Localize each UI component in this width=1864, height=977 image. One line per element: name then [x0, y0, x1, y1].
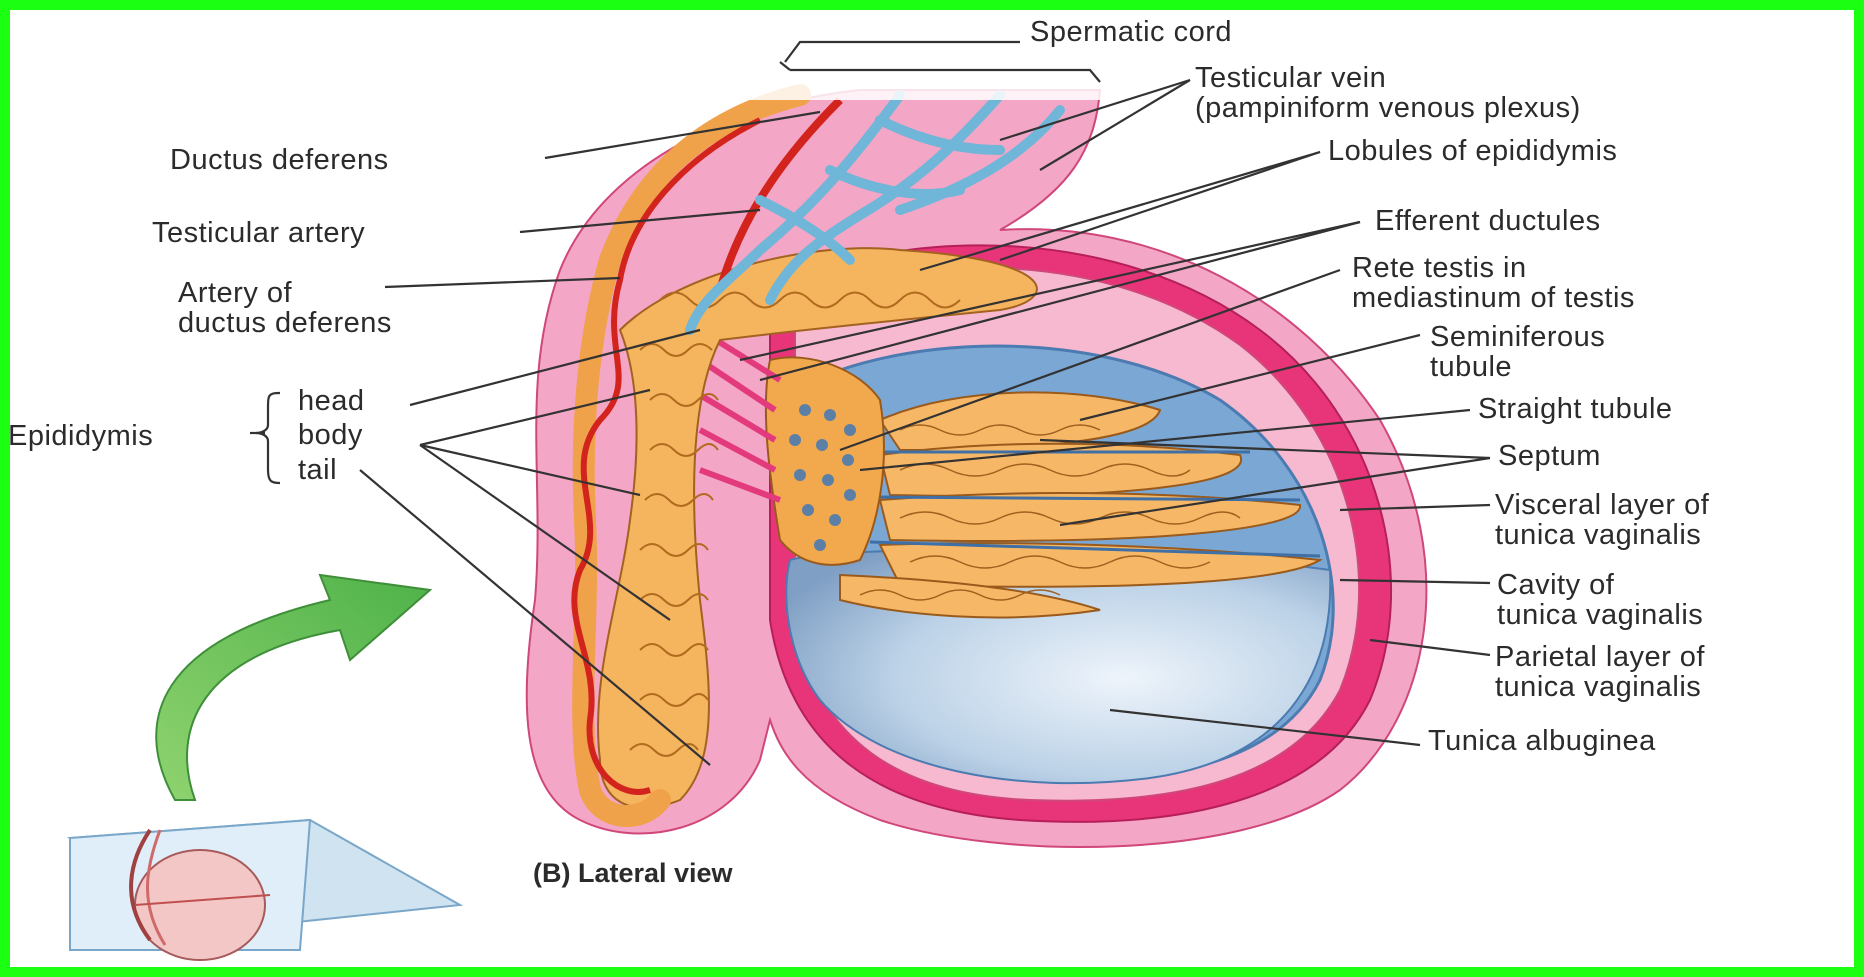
label-seminiferous-tubule: Seminiferous — [1430, 322, 1605, 352]
rete-testis — [766, 357, 884, 564]
label-tunica-albuginea: Tunica albuginea — [1428, 726, 1656, 756]
label-testicular-vein-sub: (pampiniform venous plexus) — [1195, 93, 1581, 123]
orientation-inset — [70, 820, 460, 960]
label-ductus-deferens: Ductus deferens — [170, 145, 389, 175]
label-visceral-layer-sub: tunica vaginalis — [1495, 520, 1701, 550]
label-visceral-layer: Visceral layer of — [1495, 490, 1709, 520]
label-tail: tail — [298, 455, 337, 485]
orientation-arrow — [156, 575, 430, 800]
label-testicular-artery: Testicular artery — [152, 218, 365, 248]
label-testicular-vein: Testicular vein — [1195, 63, 1386, 93]
label-rete-testis: Rete testis in — [1352, 253, 1527, 283]
label-septum: Septum — [1498, 441, 1601, 471]
label-lobules-of-epididymis: Lobules of epididymis — [1328, 136, 1617, 166]
cord-top-fade — [700, 80, 1110, 100]
label-parietal-layer-sub: tunica vaginalis — [1495, 672, 1701, 702]
label-seminiferous-tubule-sub: tubule — [1430, 352, 1512, 382]
label-artery-of-ductus-sub: ductus deferens — [178, 308, 392, 338]
label-body: body — [298, 420, 363, 450]
label-parietal-layer: Parietal layer of — [1495, 642, 1705, 672]
label-straight-tubule: Straight tubule — [1478, 394, 1673, 424]
label-head: head — [298, 386, 365, 416]
label-cavity: Cavity of — [1497, 570, 1614, 600]
label-efferent-ductules: Efferent ductules — [1375, 206, 1601, 236]
label-spermatic-cord: Spermatic cord — [1030, 17, 1232, 47]
label-rete-testis-sub: mediastinum of testis — [1352, 283, 1635, 313]
caption-lateral-view: (B) Lateral view — [533, 858, 733, 889]
label-cavity-sub: tunica vaginalis — [1497, 600, 1703, 630]
label-artery-of-ductus: Artery of — [178, 278, 292, 308]
label-epididymis: Epididymis — [8, 421, 153, 451]
